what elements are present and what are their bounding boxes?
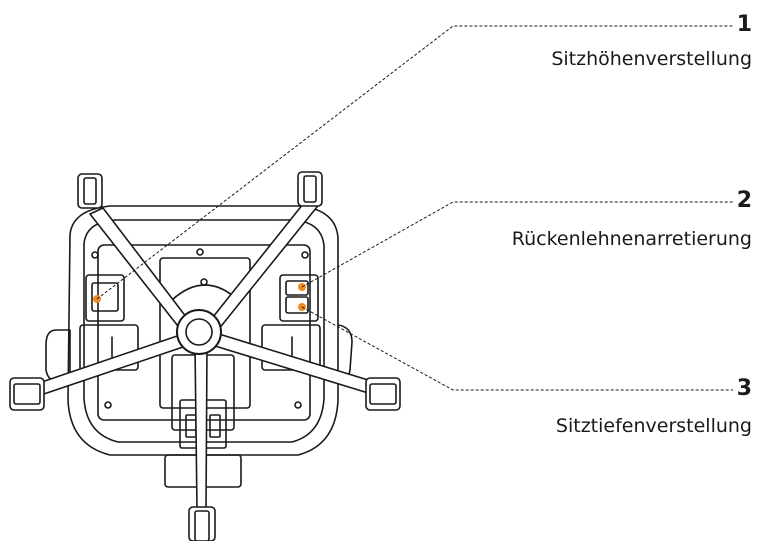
- leader-2: [301, 201, 733, 288]
- callout-2-number: 2: [736, 188, 752, 213]
- callout-1-number: 1: [736, 12, 752, 37]
- callout-3-number: 3: [736, 376, 752, 401]
- right-lever-housing: [279, 274, 319, 322]
- callout-1-label: Sitzhöhenverstellung: [551, 48, 752, 70]
- leader-3: [301, 306, 733, 391]
- control-markers: [93, 283, 306, 311]
- left-lever-housing: [85, 274, 125, 322]
- callout-3-label: Sitztiefenverstellung: [555, 415, 752, 437]
- mechanism-screw: [200, 278, 208, 286]
- leader-1: [96, 25, 733, 300]
- callout-2-label: Rückenlehnenarretierung: [511, 228, 752, 250]
- casters: [9, 171, 401, 541]
- star-base: [29, 193, 382, 511]
